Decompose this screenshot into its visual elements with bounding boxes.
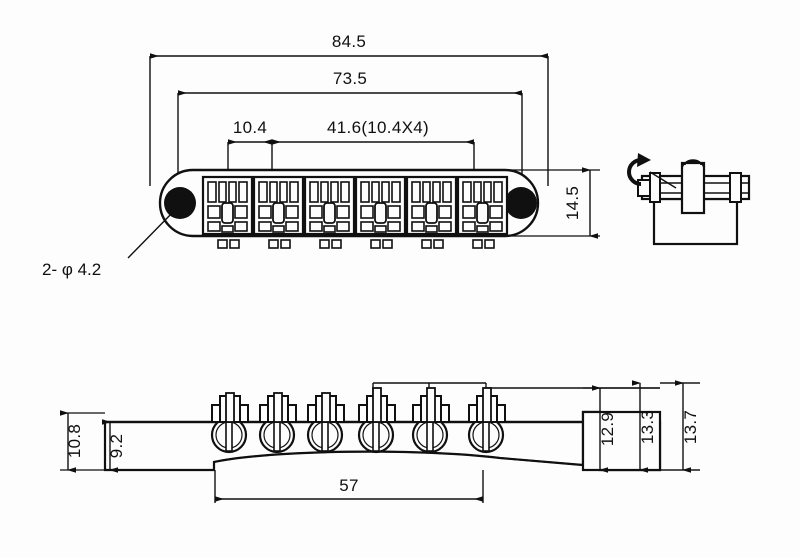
dimension-step-height-2-value: 13.3 xyxy=(638,410,657,444)
intonation-screw-1 xyxy=(210,416,248,454)
dimension-base-length-value: 57 xyxy=(339,476,359,495)
saddle-row-top-view xyxy=(201,175,509,249)
detail-collar-left xyxy=(649,172,661,203)
saddle-top-3 xyxy=(303,175,356,249)
saddle-top-5 xyxy=(405,175,458,249)
e-clip-retainer-icon xyxy=(627,153,677,189)
detail-collar-right xyxy=(729,172,742,203)
mounting-hole-left xyxy=(164,187,196,219)
dimension-total-height-value: 10.8 xyxy=(65,424,84,458)
dimension-overall-length: 84.5 xyxy=(149,32,549,186)
saddle-front-6 xyxy=(468,387,506,423)
saddle-front-3 xyxy=(307,392,345,423)
dimension-body-width-value: 14.5 xyxy=(563,186,582,220)
saddle-front-1 xyxy=(211,392,249,423)
dimension-overall-length-value: 84.5 xyxy=(332,32,366,51)
mounting-hole-right xyxy=(505,187,537,219)
intonation-screw-6 xyxy=(467,416,505,454)
detail-post-cap xyxy=(681,160,705,169)
saddle-detail-view xyxy=(627,153,751,246)
detail-vertical-post xyxy=(680,161,706,215)
dimension-base-height: 9.2 xyxy=(102,419,215,473)
dimension-step-height-3-value: 13.7 xyxy=(681,410,700,444)
dimension-step-height-1-value: 12.9 xyxy=(598,412,617,446)
dimension-post-spacing-value: 73.5 xyxy=(333,69,367,88)
saddle-front-5 xyxy=(412,387,450,423)
dimension-first-saddle-offset-value: 10.4 xyxy=(233,118,267,137)
saddle-top-6 xyxy=(456,175,509,249)
intonation-screw-4 xyxy=(357,416,395,454)
callout-mounting-holes: 2- φ 4.2 xyxy=(42,208,177,279)
dimension-step-height-3: 13.7 xyxy=(660,380,700,473)
top-view-group: 84.5 73.5 10.4 41.6(10.4X4) xyxy=(42,32,600,279)
intonation-screw-2 xyxy=(258,416,296,454)
intonation-screw-5 xyxy=(411,416,449,454)
dimension-saddle-span: 41.6(10.4X4) xyxy=(272,118,475,188)
saddle-front-2 xyxy=(259,392,297,423)
callout-mounting-holes-text: 2- φ 4.2 xyxy=(42,260,101,279)
saddle-front-4 xyxy=(358,387,396,423)
dimension-total-height: 10.8 xyxy=(60,410,105,473)
dimension-base-height-value: 9.2 xyxy=(107,434,126,459)
dimension-body-width: 14.5 xyxy=(510,167,600,239)
intonation-screw-3 xyxy=(306,416,344,454)
saddle-row-front-view xyxy=(211,387,506,423)
saddle-top-4 xyxy=(354,175,407,249)
dimension-saddle-span-value: 41.6(10.4X4) xyxy=(327,118,429,137)
saddle-top-1 xyxy=(201,175,254,249)
dimension-base-length: 57 xyxy=(214,470,484,503)
saddle-top-2 xyxy=(252,175,305,249)
front-view-group: 10.8 9.2 12.9 13.3 13.7 xyxy=(60,380,700,503)
